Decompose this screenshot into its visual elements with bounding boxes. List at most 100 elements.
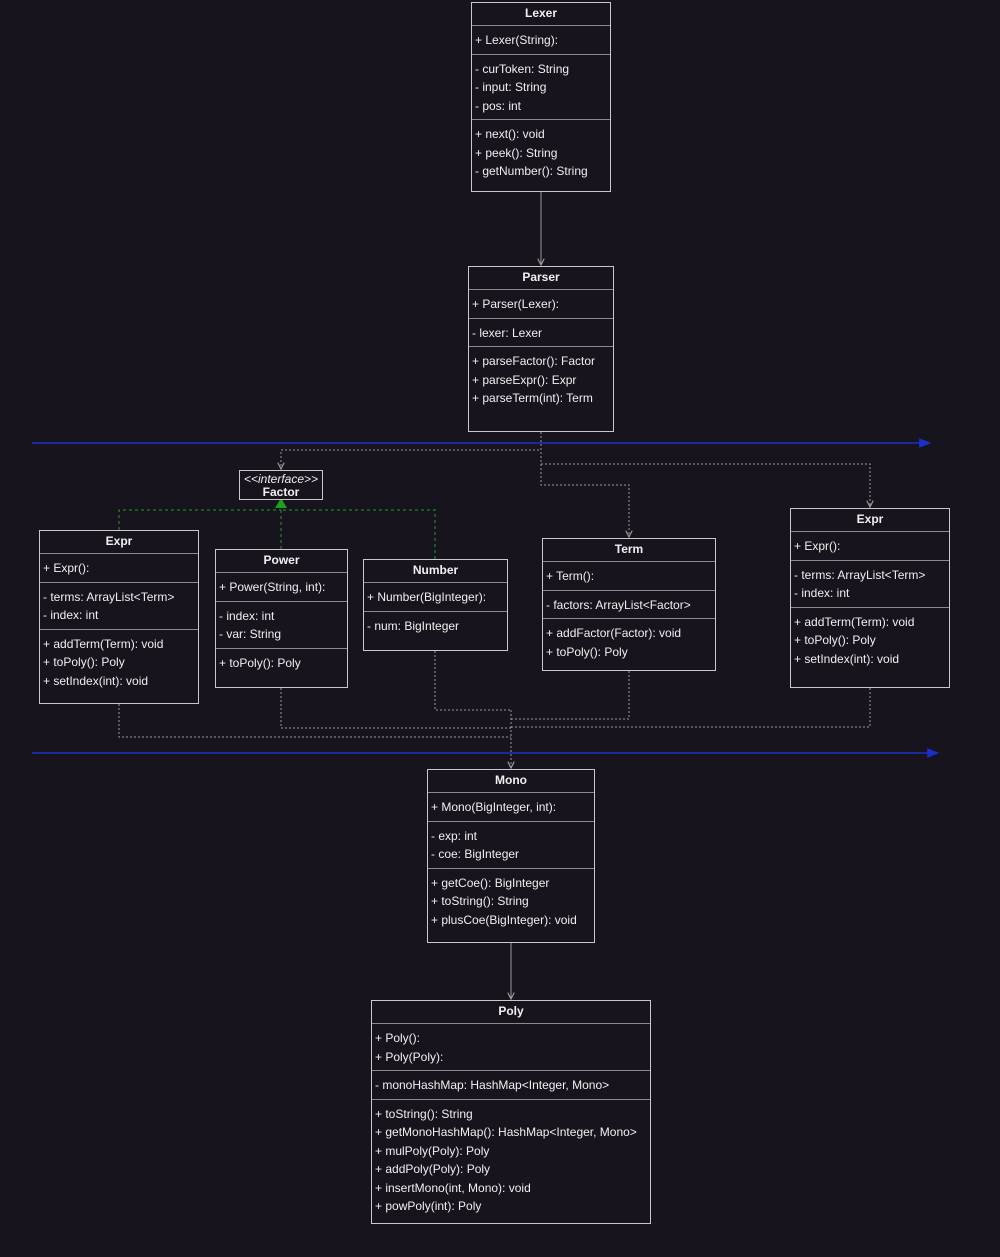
field: - index: int [219, 608, 275, 623]
class-power: Power + Power(String, int): - index: int… [215, 549, 348, 688]
field: - index: int [43, 608, 99, 622]
edge-parser-term [540, 432, 629, 537]
fields-section: - curToken: String - input: String - pos… [472, 53, 610, 120]
interface-stereotype: <<interface>> [243, 472, 319, 486]
method: + addPoly(Poly): Poly [375, 1162, 491, 1176]
field: - var: String [219, 627, 282, 641]
field: - pos: int [475, 98, 522, 113]
interface-name: Factor [262, 485, 300, 499]
field: - monoHashMap: HashMap<Integer, Mono> [375, 1078, 610, 1092]
constructors-section: + Lexer(String): [472, 25, 610, 54]
class-poly: Poly + Poly(): + Poly(Poly): - monoHashM… [371, 1000, 651, 1224]
fields-section: - index: int - var: String [216, 600, 347, 648]
edge-parser-factor [281, 432, 542, 469]
method: + toPoly(): Poly [219, 655, 301, 670]
methods-section: + toPoly(): Poly [216, 647, 347, 677]
class-term: Term + Term(): - factors: ArrayList<Fact… [542, 538, 716, 671]
constructors-section: + Term(): [543, 561, 715, 590]
field: - factors: ArrayList<Factor> [546, 597, 691, 612]
method: + toPoly(): Poly [794, 633, 876, 647]
methods-section: + addTerm(Term): void + toPoly(): Poly +… [40, 628, 198, 695]
methods-section: + toString(): String + getMonoHashMap():… [372, 1098, 650, 1220]
class-name: Expr [105, 534, 133, 548]
edge-number-mono [434, 651, 511, 711]
class-expr-left: Expr + Expr(): - terms: ArrayList<Term> … [39, 530, 199, 704]
methods-section: + next(): void + peek(): String - getNum… [472, 119, 610, 185]
class-lexer: Lexer + Lexer(String): - curToken: Strin… [471, 2, 611, 192]
method: + getCoe(): BigInteger [431, 875, 550, 890]
method: + toPoly(): Poly [43, 655, 125, 669]
edge-realization-number [281, 509, 436, 559]
edge-power-mono [280, 688, 511, 729]
class-parser: Parser + Parser(Lexer): - lexer: Lexer +… [468, 266, 614, 432]
field: - lexer: Lexer [472, 325, 543, 340]
constructors-section: + Mono(BigInteger, int): [428, 792, 594, 821]
class-name: Poly [498, 1004, 524, 1018]
constructors-section: + Power(String, int): [216, 572, 347, 601]
class-name: Expr [856, 512, 884, 526]
class-name: Power [263, 553, 300, 567]
methods-section: + getCoe(): BigInteger + toString(): Str… [428, 867, 594, 934]
edge-parser-expr [540, 432, 870, 507]
method: + next(): void [475, 127, 545, 141]
method: + addTerm(Term): void [794, 614, 915, 629]
constructor: + Lexer(String): [475, 33, 559, 47]
method: + addTerm(Term): void [43, 636, 164, 651]
constructor: + Number(BigInteger): [367, 590, 487, 604]
method: + toPoly(): Poly [546, 644, 628, 659]
edge-term-mono [511, 671, 630, 720]
fields-section: - monoHashMap: HashMap<Integer, Mono> [372, 1070, 650, 1099]
class-name: Parser [522, 270, 560, 284]
class-name: Number [412, 563, 459, 577]
fields-section: - factors: ArrayList<Factor> [543, 589, 715, 619]
constructor: + Poly(): [375, 1031, 421, 1045]
constructors-section: + Number(BigInteger): [364, 582, 507, 611]
constructor: + Power(String, int): [219, 580, 326, 594]
constructor: + Mono(BigInteger, int): [431, 800, 557, 814]
methods-section: + addTerm(Term): void + toPoly(): Poly +… [791, 606, 949, 673]
class-expr-right: Expr + Expr(): - terms: ArrayList<Term> … [790, 508, 950, 688]
field: - index: int [794, 586, 850, 600]
constructors-section: + Expr(): [40, 553, 198, 582]
interface-factor: <<interface>> Factor [239, 470, 323, 500]
method: + toString(): String [431, 894, 529, 908]
class-number: Number + Number(BigInteger): - num: BigI… [363, 559, 508, 651]
field: - terms: ArrayList<Term> [794, 567, 926, 582]
edge-realization-expr [118, 509, 281, 530]
method: + powPoly(int): Poly [375, 1199, 482, 1213]
fields-section: - exp: int - coe: BigInteger [428, 820, 594, 868]
constructors-section: + Poly(): + Poly(Poly): [372, 1023, 650, 1070]
edge-expr-right-mono [511, 688, 871, 728]
field: - num: BigInteger [367, 618, 460, 633]
constructor: + Poly(Poly): [375, 1049, 444, 1064]
method: + parseTerm(int): Term [472, 391, 593, 405]
class-name: Mono [495, 773, 527, 787]
method: + setIndex(int): void [43, 673, 149, 688]
field: - coe: BigInteger [431, 847, 520, 861]
class-mono: Mono + Mono(BigInteger, int): - exp: int… [427, 769, 595, 943]
fields-section: - lexer: Lexer [469, 317, 613, 347]
method: + parseExpr(): Expr [472, 372, 577, 387]
method: + peek(): String [475, 145, 558, 160]
methods-section: + addFactor(Factor): void + toPoly(): Po… [543, 618, 715, 665]
constructor: + Term(): [546, 569, 595, 583]
method: + mulPoly(Poly): Poly [375, 1143, 490, 1158]
class-name: Lexer [524, 6, 558, 20]
method: + setIndex(int): void [794, 651, 900, 666]
fields-section: - terms: ArrayList<Term> - index: int [791, 559, 949, 607]
fields-section: - terms: ArrayList<Term> - index: int [40, 581, 198, 629]
method: + parseFactor(): Factor [472, 354, 596, 368]
field: - input: String [475, 80, 547, 94]
constructors-section: + Parser(Lexer): [469, 289, 613, 318]
method: + insertMono(int, Mono): void [375, 1180, 531, 1195]
constructor: + Expr(): [794, 539, 841, 553]
field: - terms: ArrayList<Term> [43, 589, 175, 604]
method: + addFactor(Factor): void [546, 626, 682, 640]
constructor: + Expr(): [43, 561, 90, 575]
method: + getMonoHashMap(): HashMap<Integer, Mon… [375, 1125, 637, 1139]
fields-section: - num: BigInteger [364, 610, 507, 640]
field: - curToken: String [475, 61, 570, 76]
method: + plusCoe(BigInteger): void [431, 912, 577, 927]
methods-section: + parseFactor(): Factor + parseExpr(): E… [469, 346, 613, 412]
